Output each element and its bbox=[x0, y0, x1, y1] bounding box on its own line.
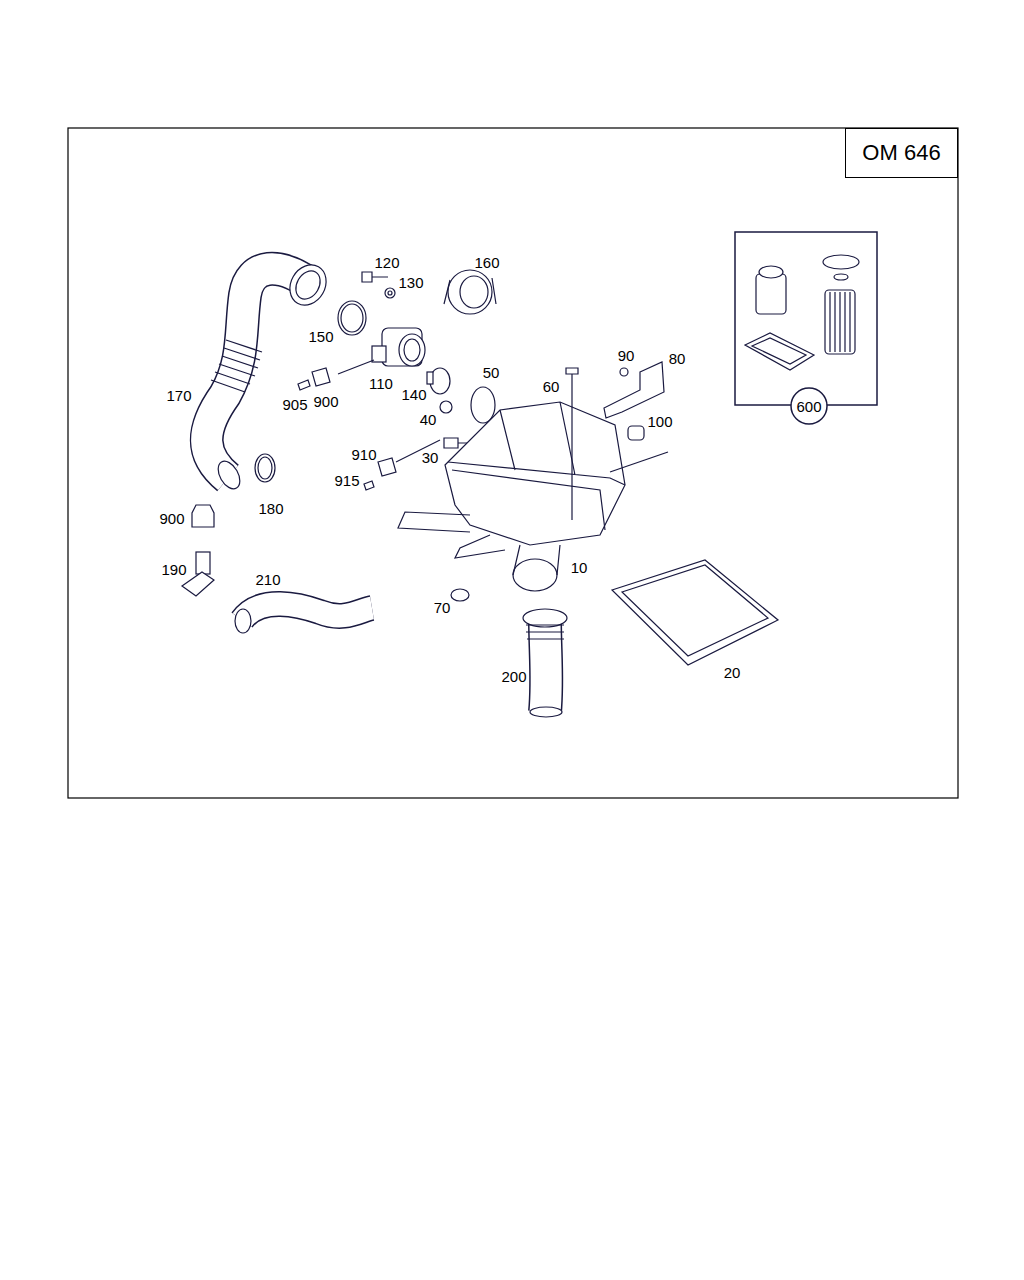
callout-number: 905 bbox=[281, 396, 308, 413]
leader-line bbox=[338, 360, 374, 374]
callout-number: 20 bbox=[723, 664, 742, 681]
callout-number: 910 bbox=[350, 446, 377, 463]
callout-number: 170 bbox=[165, 387, 192, 404]
grommet bbox=[451, 589, 469, 601]
callout-number: 180 bbox=[257, 500, 284, 517]
callout-number: 140 bbox=[400, 386, 427, 403]
screw bbox=[440, 401, 452, 413]
air-filter bbox=[612, 560, 778, 665]
o-ring bbox=[471, 387, 495, 423]
clamp bbox=[341, 304, 363, 332]
bracket bbox=[604, 362, 664, 418]
sensor-housing bbox=[444, 270, 496, 314]
node-text: 600 bbox=[796, 398, 821, 415]
air-duct bbox=[523, 609, 567, 717]
drawing bbox=[68, 128, 958, 798]
leader-line bbox=[610, 452, 668, 472]
engine-code-box: OM 646 bbox=[845, 128, 958, 178]
air-filter-housing bbox=[398, 402, 625, 591]
clamp bbox=[338, 301, 366, 335]
callout-number: 150 bbox=[307, 328, 334, 345]
callout-number: 110 bbox=[368, 375, 394, 392]
connector-plug bbox=[312, 368, 330, 386]
callout-number: 100 bbox=[646, 413, 673, 430]
intake-duct bbox=[207, 258, 334, 492]
washer bbox=[385, 288, 395, 298]
callout-number: 130 bbox=[397, 274, 424, 291]
kit-number-circle: 600 bbox=[790, 387, 828, 425]
callout-number: 120 bbox=[373, 254, 400, 271]
bolt bbox=[362, 272, 388, 282]
temperature-sensor bbox=[182, 552, 214, 596]
clamp bbox=[255, 454, 275, 482]
frame bbox=[68, 128, 958, 798]
washer bbox=[388, 291, 392, 295]
callout-number: 210 bbox=[254, 571, 281, 588]
service-kit-inset bbox=[735, 232, 877, 405]
node-text: OM 646 bbox=[862, 140, 940, 166]
sensor bbox=[378, 458, 396, 476]
connector-plug bbox=[192, 505, 214, 527]
callout-number: 190 bbox=[160, 561, 187, 578]
callout-number: 10 bbox=[570, 559, 589, 576]
callout-number: 30 bbox=[421, 449, 440, 466]
nut bbox=[620, 368, 628, 376]
bolt bbox=[566, 368, 578, 414]
pin bbox=[364, 481, 374, 490]
callout-number: 160 bbox=[473, 254, 500, 271]
pin bbox=[298, 380, 310, 390]
clamp bbox=[427, 372, 433, 384]
air-mass-sensor bbox=[372, 328, 425, 366]
hose bbox=[235, 604, 372, 633]
callout-number: 90 bbox=[617, 347, 636, 364]
leader-line bbox=[571, 414, 572, 520]
callout-number: 900 bbox=[158, 510, 185, 527]
callout-number: 60 bbox=[542, 378, 561, 395]
callout-number: 50 bbox=[482, 364, 501, 381]
clamp bbox=[258, 457, 272, 479]
rubber-mount bbox=[628, 426, 644, 440]
callout-number: 70 bbox=[433, 599, 452, 616]
callout-number: 915 bbox=[333, 472, 360, 489]
callout-number: 40 bbox=[419, 411, 438, 428]
callout-number: 200 bbox=[500, 668, 527, 685]
callout-number: 80 bbox=[668, 350, 687, 367]
callout-number: 900 bbox=[312, 393, 339, 410]
